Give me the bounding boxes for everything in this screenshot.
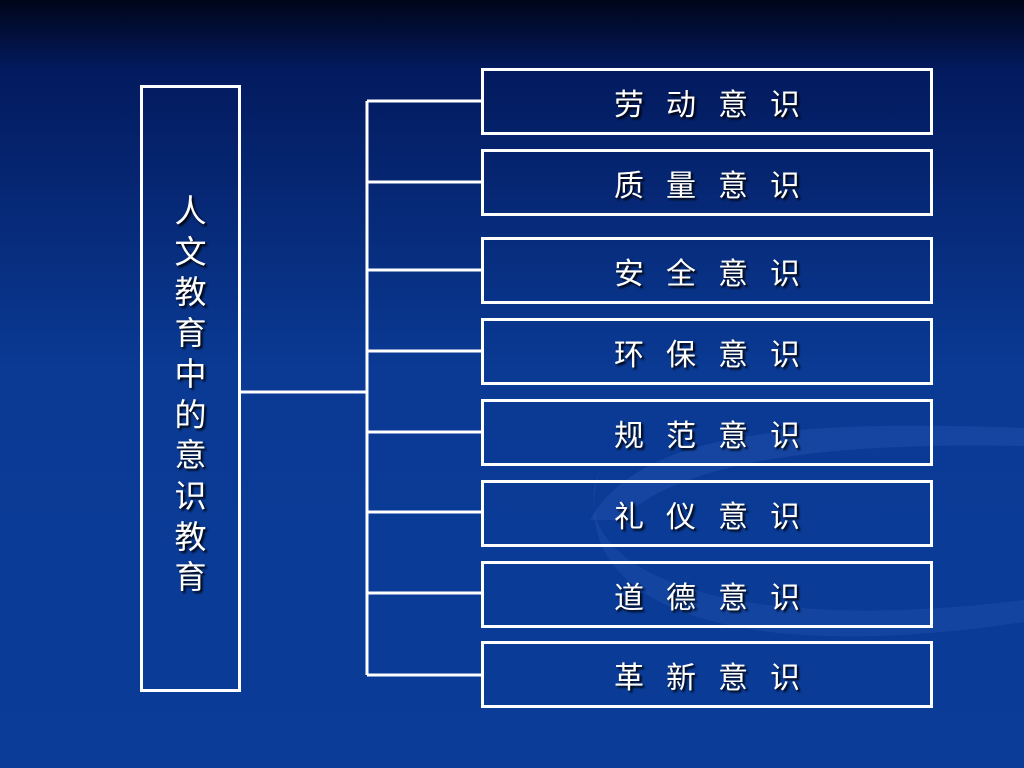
branch-node-label: 规范意识 <box>614 418 822 454</box>
root-node-label: 人文教育中的意识教育 <box>143 191 238 598</box>
root-label-char: 意 <box>174 436 207 475</box>
root-label-char: 识 <box>174 476 207 515</box>
branch-node-label: 礼仪意识 <box>614 499 822 535</box>
branch-node-label: 道德意识 <box>614 580 822 616</box>
branch-node-box: 质量意识 <box>481 149 933 216</box>
branch-node-label: 劳动意识 <box>614 87 822 123</box>
root-label-char: 教 <box>174 273 207 312</box>
root-label-char: 的 <box>174 395 207 434</box>
root-label-char: 育 <box>174 558 207 597</box>
branch-node-label: 安全意识 <box>614 256 822 292</box>
branch-node-label: 环保意识 <box>614 337 822 373</box>
root-label-char: 育 <box>174 314 207 353</box>
root-label-char: 中 <box>174 354 207 393</box>
branch-node-label: 革新意识 <box>614 660 822 696</box>
branch-node-box: 环保意识 <box>481 318 933 385</box>
branch-node-label: 质量意识 <box>614 168 822 204</box>
root-label-char: 人 <box>174 192 207 230</box>
branch-node-box: 规范意识 <box>481 399 933 466</box>
branch-node-box: 礼仪意识 <box>481 480 933 547</box>
branch-node-box: 道德意识 <box>481 561 933 628</box>
root-node-box: 人文教育中的意识教育 <box>140 85 241 692</box>
branch-node-box: 劳动意识 <box>481 68 933 135</box>
root-label-char: 教 <box>174 517 207 556</box>
branch-node-box: 安全意识 <box>481 237 933 304</box>
branch-node-box: 革新意识 <box>481 641 933 708</box>
root-label-char: 文 <box>174 232 207 271</box>
